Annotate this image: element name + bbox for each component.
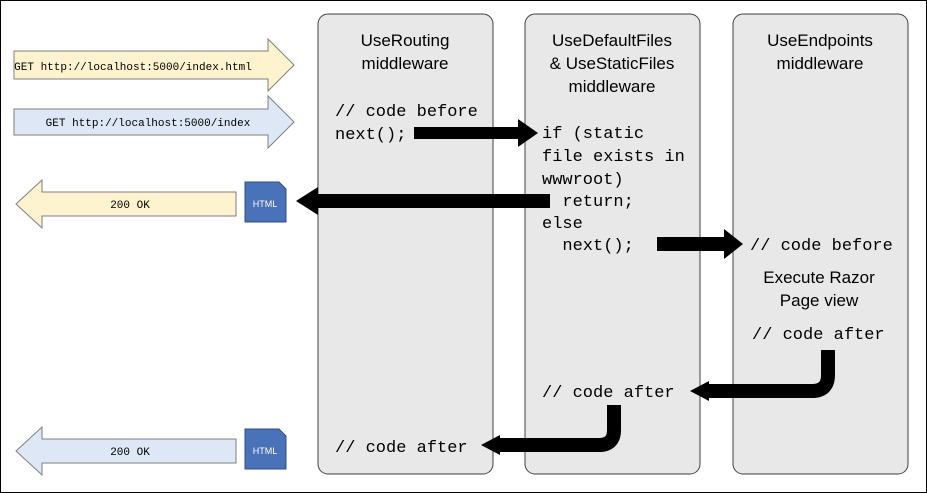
routing-next-call: next(); xyxy=(335,126,406,145)
html-document-label: HTML xyxy=(253,199,278,209)
response-html-label: 200 OK xyxy=(110,200,150,212)
static-title-3: middleware xyxy=(569,77,656,96)
flow-arrow-endpoints-to-static-after-head xyxy=(690,381,709,401)
request-html-label: GET http://localhost:5000/index.html xyxy=(14,62,252,74)
request-page-arrow xyxy=(13,94,295,150)
endpoints-code-after: // code after xyxy=(752,326,885,345)
flow-arrow-static-to-routing-after xyxy=(499,405,621,452)
html-document-icon xyxy=(244,181,287,223)
response-html-arrow xyxy=(15,178,237,230)
static-title-2: & UseStaticFiles xyxy=(550,54,675,73)
routing-title-1: UseRouting xyxy=(361,31,450,50)
flow-arrow-routing-to-static xyxy=(414,119,538,147)
response-page-label: 200 OK xyxy=(110,447,150,459)
routing-code-before: // code before xyxy=(335,103,478,122)
endpoints-exec-line-1: Execute Razor xyxy=(763,268,875,287)
flow-arrow-static-to-routing-after-head xyxy=(481,435,500,455)
static-code-line-6: next(); xyxy=(542,237,634,256)
static-code-line-2: file exists in xyxy=(542,148,685,167)
static-code-after: // code after xyxy=(542,384,675,403)
request-page-label: GET http://localhost:5000/index xyxy=(46,118,251,130)
static-title-1: UseDefaultFiles xyxy=(552,31,672,50)
flow-arrow-static-return xyxy=(296,187,550,215)
static-code-line-3: wwwroot) xyxy=(542,171,624,190)
endpoints-code-before: // code before xyxy=(750,237,893,256)
static-code-line-4: return; xyxy=(542,193,634,212)
static-code-line-5: else xyxy=(542,215,583,234)
flow-arrow-static-to-endpoints xyxy=(657,229,743,259)
routing-title-2: middleware xyxy=(362,54,449,73)
response-page-arrow xyxy=(15,425,237,477)
endpoints-exec-line-2: Page view xyxy=(780,291,859,310)
html-document-icon-2 xyxy=(244,428,287,470)
html-document-label-2: HTML xyxy=(253,446,278,456)
endpoints-title-2: middleware xyxy=(777,54,864,73)
routing-code-after: // code after xyxy=(335,439,468,458)
static-code-line-1: if (static xyxy=(542,125,644,144)
flow-arrow-endpoints-to-static-after xyxy=(708,350,835,398)
userouting-panel xyxy=(317,13,494,475)
endpoints-title-1: UseEndpoints xyxy=(767,31,873,50)
request-html-arrow xyxy=(13,37,295,93)
